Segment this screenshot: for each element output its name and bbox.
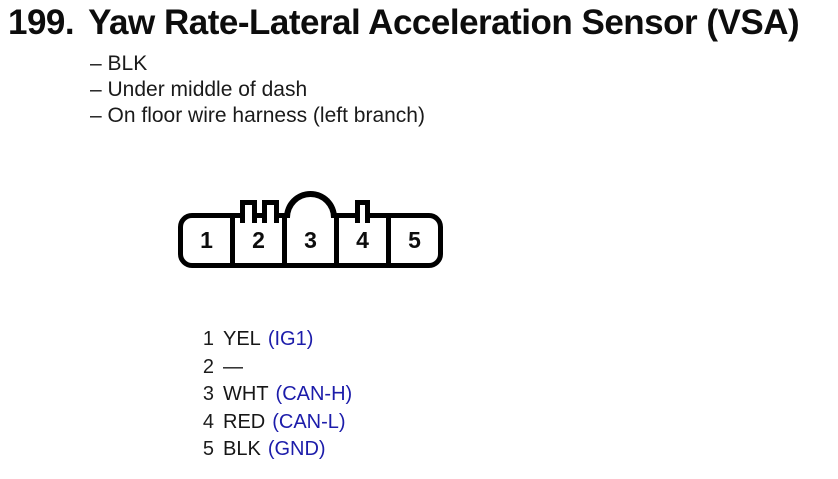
connector-key-tab — [355, 200, 370, 223]
page-header: 199. Yaw Rate-Lateral Acceleration Senso… — [8, 3, 800, 43]
connector-key-tab — [262, 200, 279, 223]
pinout-row: 4 RED (CAN-L) — [201, 409, 352, 437]
page-title: Yaw Rate-Lateral Acceleration Sensor (VS… — [88, 3, 800, 42]
pin-number: 1 — [202, 328, 214, 350]
signal-name: (CAN-L) — [272, 410, 346, 433]
note-color: – BLK — [90, 52, 148, 75]
note-location: – Under middle of dash — [90, 78, 308, 101]
connector-diagram: 1 2 3 4 5 — [178, 191, 443, 268]
pinout-list: 1 YEL (IG1) 2 — 3 WHT (CAN-H) 4 RED (CAN… — [201, 326, 352, 464]
connector-key-tab — [240, 200, 257, 223]
item-number: 199. — [8, 3, 75, 42]
pinout-row: 3 WHT (CAN-H) — [201, 381, 352, 409]
pinout-row: 1 YEL (IG1) — [201, 326, 352, 354]
connector-pin-cell: 1 — [183, 218, 235, 263]
connector-pin-cell: 2 — [235, 218, 287, 263]
pinout-row: 2 — — [201, 354, 352, 382]
pinout-row: 5 BLK (GND) — [201, 436, 352, 464]
wire-color: BLK — [223, 438, 261, 460]
connector-pin-cell: 4 — [339, 218, 391, 263]
pin-number: 2 — [202, 355, 214, 378]
connector-pin-cell: 3 — [287, 218, 339, 263]
wire-color: WHT — [223, 383, 269, 405]
note-harness: – On floor wire harness (left branch) — [90, 104, 425, 127]
signal-name: (GND) — [267, 438, 326, 460]
wire-color: RED — [223, 410, 266, 433]
pin-number: 4 — [202, 410, 214, 433]
connector-pin-cell: 5 — [408, 227, 421, 253]
connector-latch-dome — [284, 191, 337, 218]
pin-number: 3 — [202, 383, 214, 405]
wire-color: — — [223, 355, 243, 378]
signal-name: (CAN-H) — [275, 383, 353, 405]
signal-name: (IG1) — [267, 328, 314, 350]
sensor-notes: – BLK – Under middle of dash – On floor … — [90, 51, 425, 129]
pin-number: 5 — [202, 438, 214, 460]
wire-color: YEL — [223, 328, 261, 350]
